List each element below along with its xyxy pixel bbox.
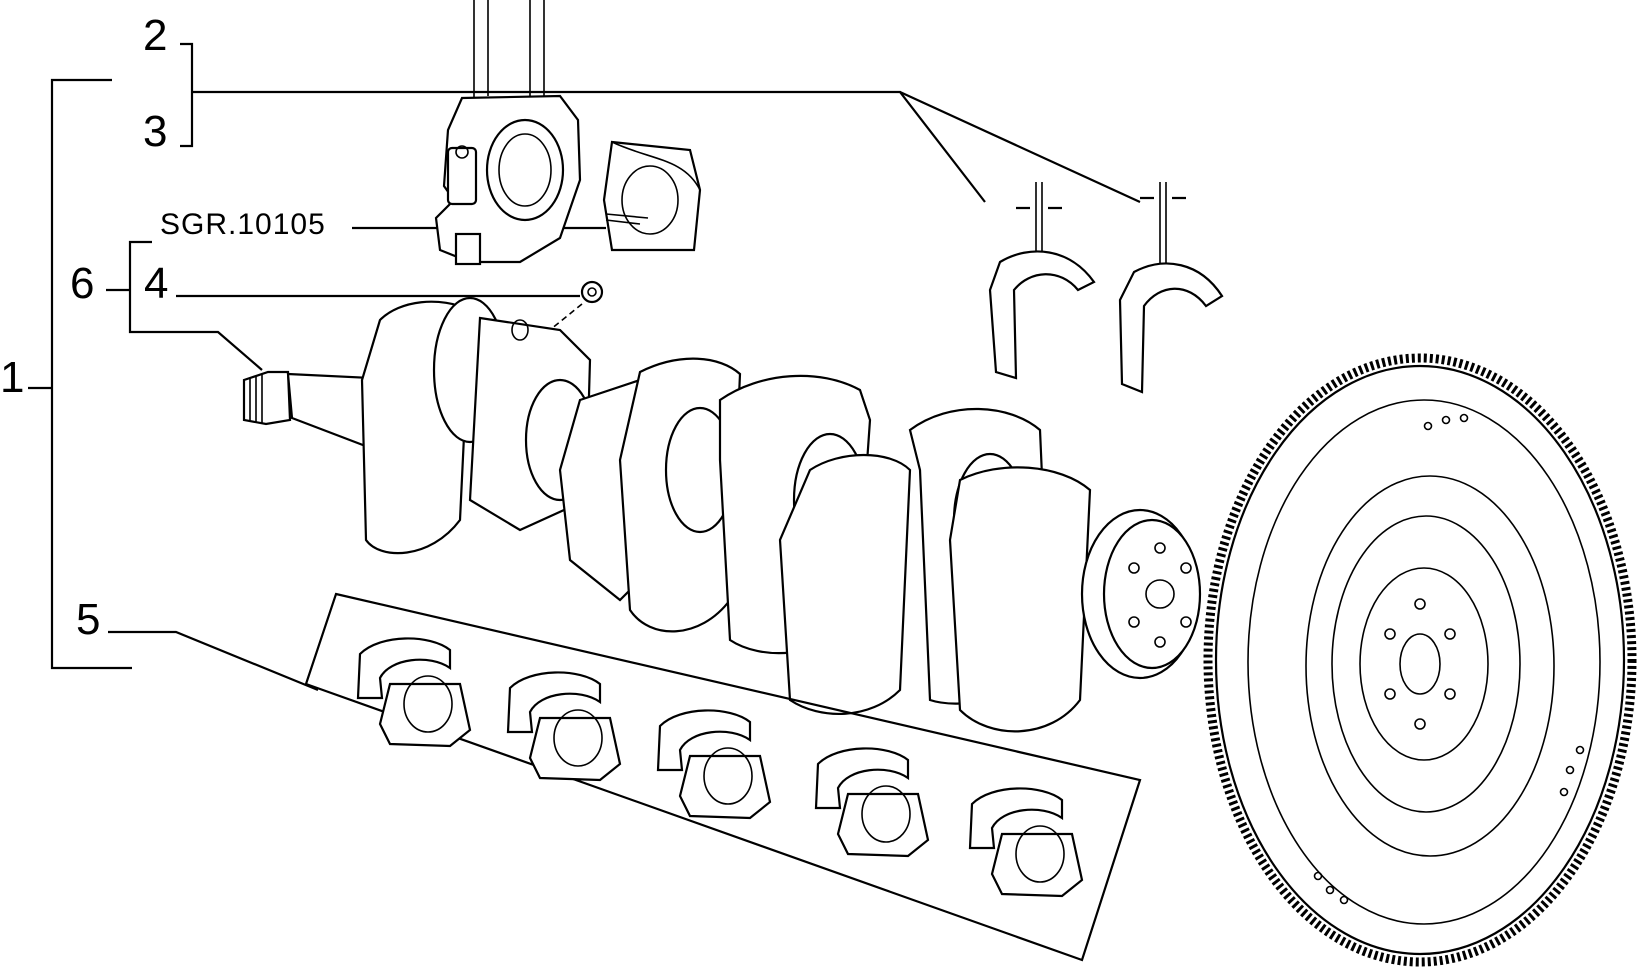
callout-1: 1 bbox=[0, 353, 25, 402]
main-bearing-panel bbox=[304, 592, 1142, 962]
bracket-2-3 bbox=[180, 42, 1141, 203]
callout-3: 3 bbox=[143, 107, 168, 156]
connecting-rod bbox=[434, 0, 582, 266]
crankshaft bbox=[242, 296, 1202, 733]
bracket-6-4 bbox=[106, 240, 580, 371]
conrod-bearing-shell bbox=[602, 140, 702, 252]
bracket-1 bbox=[28, 78, 132, 670]
callout-5: 5 bbox=[76, 595, 101, 644]
callout-6: 6 bbox=[70, 259, 95, 308]
flywheel bbox=[1203, 353, 1637, 967]
leader-5 bbox=[108, 630, 319, 692]
main-bearing-shells bbox=[356, 637, 1084, 898]
callout-4: 4 bbox=[144, 259, 169, 308]
thrust-washers bbox=[988, 182, 1224, 394]
reference-code: SGR.10105 bbox=[160, 208, 326, 241]
callout-2: 2 bbox=[143, 11, 168, 60]
nut-4 bbox=[539, 280, 604, 339]
